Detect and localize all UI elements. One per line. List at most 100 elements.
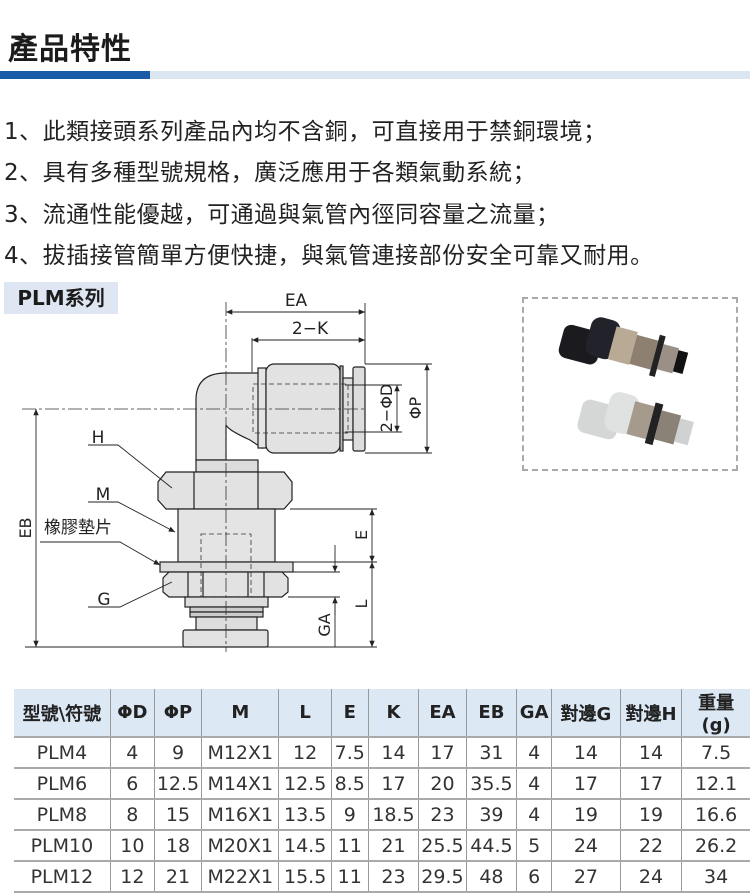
table-cell: 15.5 <box>278 860 332 893</box>
spec-table: 型號\符號 ΦD ΦP M L E K EA EB GA 對邊G 對邊H 重量(… <box>14 689 750 893</box>
table-cell: M14X1 <box>201 767 279 799</box>
title-underline-accent <box>0 71 150 79</box>
col-weight: 重量(g) <box>681 689 750 737</box>
table-cell: PLM4 <box>14 736 111 768</box>
table-cell: 9 <box>330 798 369 830</box>
label-l: L <box>352 599 371 608</box>
label-g: G <box>97 590 110 610</box>
table-cell: 4 <box>516 798 552 830</box>
table-cell: M22X1 <box>201 860 279 893</box>
col-k: K <box>367 689 419 737</box>
table-cell: PLM12 <box>14 860 111 893</box>
table-cell: 23 <box>418 798 467 830</box>
table-cell: PLM6 <box>14 767 111 799</box>
table-cell: 14 <box>367 736 419 768</box>
table-cell: 31 <box>465 736 517 768</box>
table-cell: 29.5 <box>418 860 467 893</box>
col-e: E <box>330 689 369 737</box>
table-cell: 6 <box>109 767 155 799</box>
label-gasket: 橡膠墊片 <box>44 518 112 538</box>
table-cell: M20X1 <box>201 829 279 861</box>
table-cell: 12 <box>278 736 332 768</box>
series-label: PLM系列 <box>4 282 118 314</box>
table-cell: 18 <box>153 829 202 861</box>
table-cell: 16.6 <box>681 798 750 830</box>
table-cell: PLM10 <box>14 829 111 861</box>
table-cell: 23 <box>367 860 419 893</box>
table-cell: 11 <box>330 829 369 861</box>
table-cell: 4 <box>109 736 155 768</box>
table-cell: 4 <box>516 736 552 768</box>
table-cell: 21 <box>367 829 419 861</box>
table-cell: 6 <box>516 860 552 893</box>
feature-item: 1、此類接頭系列產品內均不含銅，可直接用于禁銅環境； <box>4 119 607 145</box>
feature-item: 3、流通性能優越，可通過與氣管內徑同容量之流量； <box>4 202 560 228</box>
table-cell: 14 <box>619 736 682 768</box>
product-photo <box>522 297 738 471</box>
label-h: H <box>92 428 105 448</box>
label-e: E <box>352 530 371 540</box>
table-cell: M12X1 <box>201 736 279 768</box>
page-title: 產品特性 <box>8 32 132 67</box>
table-cell: 15 <box>153 798 202 830</box>
table-cell: 5 <box>516 829 552 861</box>
col-l: L <box>278 689 332 737</box>
table-cell: 10 <box>109 829 155 861</box>
table-header-row: 型號\符號 ΦD ΦP M L E K EA EB GA 對邊G 對邊H 重量(… <box>14 689 750 737</box>
table-cell: PLM8 <box>14 798 111 830</box>
table-cell: 12.5 <box>153 767 202 799</box>
table-cell: 7.5 <box>330 736 369 768</box>
col-ea: EA <box>418 689 467 737</box>
col-p: ΦP <box>153 689 202 737</box>
table-cell: 22 <box>619 829 682 861</box>
table-cell: 39 <box>465 798 517 830</box>
table-cell: 11 <box>330 860 369 893</box>
table-cell: M16X1 <box>201 798 279 830</box>
table-cell: 48 <box>465 860 517 893</box>
label-ga: GA <box>315 613 334 636</box>
col-h: 對邊H <box>619 689 682 737</box>
col-m: M <box>201 689 279 737</box>
feature-item: 2、具有多種型號規格，廣泛應用于各類氣動系統； <box>4 160 537 186</box>
table-cell: 14 <box>551 736 621 768</box>
table-cell: 14.5 <box>278 829 332 861</box>
dimension-diagram: EA 2−K 2−ΦD ΦP H M 橡膠墊片 G EB E L GA <box>16 291 432 652</box>
table-cell: 17 <box>367 767 419 799</box>
table-cell: 27 <box>551 860 621 893</box>
label-k: 2−K <box>292 319 329 339</box>
table-cell: 17 <box>418 736 467 768</box>
table-cell: 18.5 <box>367 798 419 830</box>
table-cell: 24 <box>619 860 682 893</box>
table-cell: 17 <box>551 767 621 799</box>
col-eb: EB <box>465 689 517 737</box>
label-ea: EA <box>285 291 308 311</box>
table-cell: 8.5 <box>330 767 369 799</box>
table-cell: 17 <box>619 767 682 799</box>
table-cell: 44.5 <box>465 829 517 861</box>
table-cell: 4 <box>516 767 552 799</box>
title-underline <box>150 71 750 79</box>
col-model: 型號\符號 <box>14 689 111 737</box>
table-cell: 19 <box>551 798 621 830</box>
col-d: ΦD <box>109 689 155 737</box>
table-cell: 20 <box>418 767 467 799</box>
label-m: M <box>96 485 111 505</box>
table-cell: 12.5 <box>278 767 332 799</box>
table-cell: 26.2 <box>681 829 750 861</box>
table-cell: 7.5 <box>681 736 750 768</box>
table-cell: 24 <box>551 829 621 861</box>
table-cell: 35.5 <box>465 767 517 799</box>
label-d: 2−ΦD <box>377 384 396 433</box>
table-cell: 9 <box>153 736 202 768</box>
label-p: ΦP <box>406 397 425 420</box>
col-g: 對邊G <box>551 689 621 737</box>
table-cell: 12.1 <box>681 767 750 799</box>
table-cell: 12 <box>109 860 155 893</box>
label-eb: EB <box>16 517 35 538</box>
fittings-photo-icon <box>558 317 694 446</box>
